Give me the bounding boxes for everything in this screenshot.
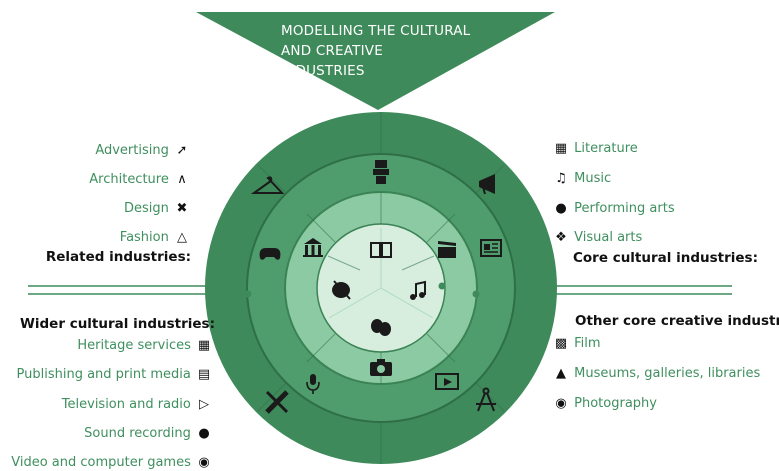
compass-icon: ∧ [177,172,187,187]
museum-icon [303,238,323,257]
wider-item-publishing: Publishing and print media ▤ [17,367,213,383]
tv-icon: ▷ [199,397,209,412]
outer-ring-icons [250,174,496,414]
heritage-icon: ▦ [197,338,211,353]
wider-item-sound: Sound recording ● [84,426,213,442]
newspaper-icon: ▤ [197,367,211,382]
heritage-icon [373,160,389,184]
core-item-label: Performing arts [574,201,675,216]
wider-item-label: Publishing and print media [16,367,191,382]
core-item-visual-arts: ❖ Visual arts [552,230,642,246]
related-industries-heading: Related industries: [45,249,191,265]
other-item-label: Museums, galleries, libraries [574,366,761,381]
related-item-fashion: Fashion △ [120,230,191,246]
pencil-ruler-icon: ✖ [176,201,188,216]
clapperboard-icon: ▩ [554,336,568,351]
center-icons [332,242,426,336]
core-item-music: ♫ Music [552,171,611,187]
other-item-label: Film [574,336,601,351]
megaphone-icon [479,174,495,195]
other-item-label: Photography [574,396,657,411]
wider-item-tv-radio: Television and radio ▷ [62,397,213,413]
compass-icon [476,387,496,412]
tv-icon [435,373,459,390]
connection-dots [206,282,480,298]
music-note-icon [410,280,426,300]
other-core-heading: Other core creative industries: [575,313,779,329]
music-note-icon: ♫ [555,171,567,186]
related-item-label: Design [123,201,169,216]
wider-item-label: Heritage services [77,338,191,353]
wider-cultural-heading: Wider cultural industries: [20,316,215,332]
wider-item-label: Video and computer games [11,455,191,470]
core-item-label: Music [574,171,612,186]
hanger-icon [250,176,285,194]
title-banner [196,12,555,110]
camera-icon: ◉ [555,396,567,411]
microphone-icon: ● [198,426,210,441]
title-line-2: AND CREATIVE [281,43,383,59]
related-item-advertising: Advertising ➚ [95,143,191,159]
wider-item-heritage: Heritage services ▦ [77,338,213,354]
core-item-performing: ● Performing arts [552,201,675,217]
wider-item-label: Television and radio [61,397,191,412]
camera-icon [370,359,392,376]
related-item-label: Fashion [119,230,169,245]
other-item-museums: ▲ Museums, galleries, libraries [552,366,760,382]
related-item-design: Design ✖ [124,201,191,217]
other-item-film: ▩ Film [552,336,601,352]
related-item-label: Advertising [95,143,169,158]
museum-icon: ▲ [556,366,566,381]
wider-item-label: Sound recording [84,426,191,441]
wider-item-games: Video and computer games ◉ [11,455,213,471]
hanger-icon: △ [177,230,187,245]
theatre-masks-icon: ● [555,201,567,216]
core-item-label: Visual arts [574,230,643,245]
palette-icon: ❖ [555,230,567,245]
core-item-literature: ▦ Literature [552,141,638,157]
other-item-photography: ◉ Photography [552,396,657,412]
related-item-label: Architecture [89,172,169,187]
core-cultural-heading: Core cultural industries: [573,250,758,266]
second-ring-icons [259,160,502,394]
diagram-title: MODELLING THE CULTURAL AND CREATIVE INDU… [281,21,521,81]
related-item-architecture: Architecture ∧ [89,172,191,188]
third-ring-icons [303,238,456,376]
book-icon [370,242,392,258]
palette-icon [332,280,351,300]
book-icon: ▦ [554,141,568,156]
microphone-icon [306,374,320,394]
megaphone-icon: ➚ [176,143,188,158]
theatre-masks-icon [371,319,391,336]
pencil-ruler-icon [265,390,289,414]
core-item-label: Literature [574,141,638,156]
gamepad-icon: ◉ [198,455,210,470]
gamepad-icon [259,248,281,260]
newspaper-icon [480,239,502,257]
clapperboard-icon [438,241,456,258]
title-line-3: INDUSTRIES [281,63,365,79]
title-line-1: MODELLING THE CULTURAL [281,23,471,39]
